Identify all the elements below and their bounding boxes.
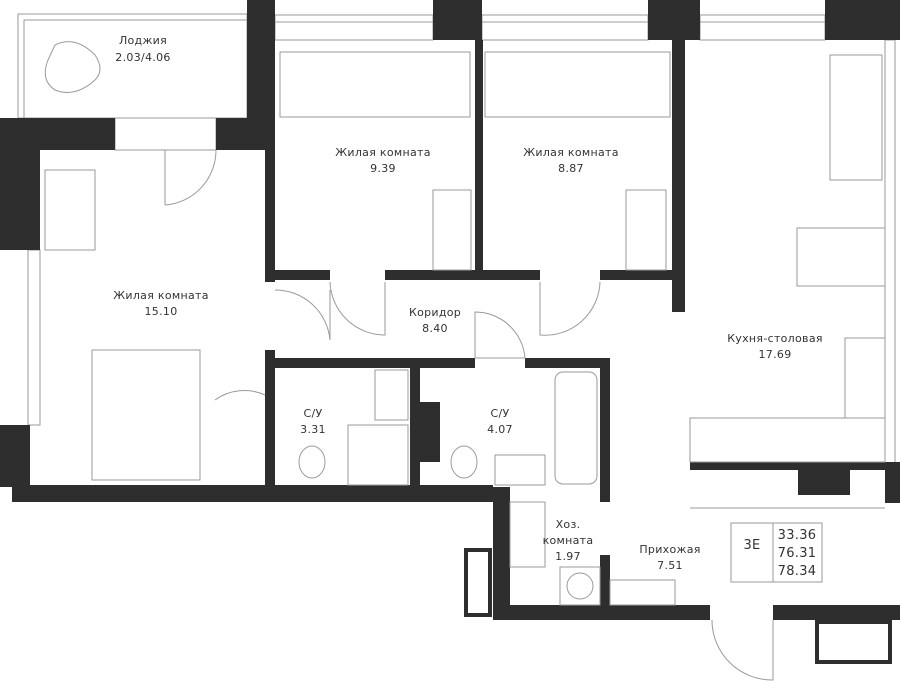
room-name-hallway: Прихожая [639, 543, 700, 556]
room-name-loggia: Лоджия [119, 34, 167, 47]
sink-icon [509, 501, 546, 568]
room-area-hallway: 7.51 [657, 559, 683, 572]
room-area-corridor: 8.40 [422, 322, 448, 335]
windows [27, 14, 896, 464]
bed-icon [279, 51, 471, 118]
loggia-outline [17, 13, 248, 119]
toilet-icon [298, 445, 326, 479]
room-area-bathroom-1: 3.31 [300, 423, 326, 436]
room-area-kitchen: 17.69 [759, 348, 792, 361]
kitchen-counter-icon [689, 417, 886, 463]
furniture [44, 51, 886, 606]
room-name-bathroom-1: С/У [304, 407, 323, 420]
shower-icon [347, 424, 409, 486]
room-area-bathroom-2: 4.07 [487, 423, 513, 436]
doors [164, 149, 774, 681]
bed-icon [484, 51, 671, 118]
room-name-utility-line2: комната [543, 534, 594, 547]
apartment-type: 3E [743, 538, 760, 553]
room-area-utility: 1.97 [555, 550, 581, 563]
room-name-bathroom-2: С/У [491, 407, 510, 420]
bed-icon [91, 349, 201, 481]
desk-icon [432, 189, 472, 271]
room-name-bedroom-1: Жилая комната [335, 146, 431, 159]
bathtub-icon [554, 371, 598, 485]
living-area: 33.36 [778, 528, 817, 543]
dining-table-icon [796, 227, 886, 287]
room-area-bedroom-1: 9.39 [370, 162, 396, 175]
total-area: 76.31 [778, 546, 817, 561]
walls [0, 0, 900, 664]
armchair-icon [44, 41, 101, 93]
area-summary-table: 3E 33.36 76.31 78.34 [730, 522, 823, 583]
total-area-with-loggia: 78.34 [778, 564, 817, 579]
room-name-bedroom-3: Жилая комната [113, 289, 209, 302]
shoe-rack-icon [609, 579, 676, 606]
room-labels: Лоджия 2.03/4.06 Жилая комната 9.39 Жила… [113, 34, 823, 572]
desk-icon [625, 189, 667, 271]
desk-icon [44, 169, 96, 251]
room-name-corridor: Коридор [409, 306, 461, 319]
room-name-kitchen: Кухня-столовая [727, 332, 823, 345]
washer-icon [559, 566, 601, 606]
sink-icon [494, 454, 546, 486]
toilet-icon [450, 445, 478, 479]
room-area-bedroom-3: 15.10 [145, 305, 178, 318]
room-area-bedroom-2: 8.87 [558, 162, 584, 175]
sink-icon [844, 337, 886, 419]
sofa-icon [829, 54, 883, 181]
room-area-loggia: 2.03/4.06 [115, 51, 170, 64]
room-name-utility-line1: Хоз. [556, 518, 581, 531]
sink-icon [374, 369, 409, 421]
room-name-bedroom-2: Жилая комната [523, 146, 619, 159]
